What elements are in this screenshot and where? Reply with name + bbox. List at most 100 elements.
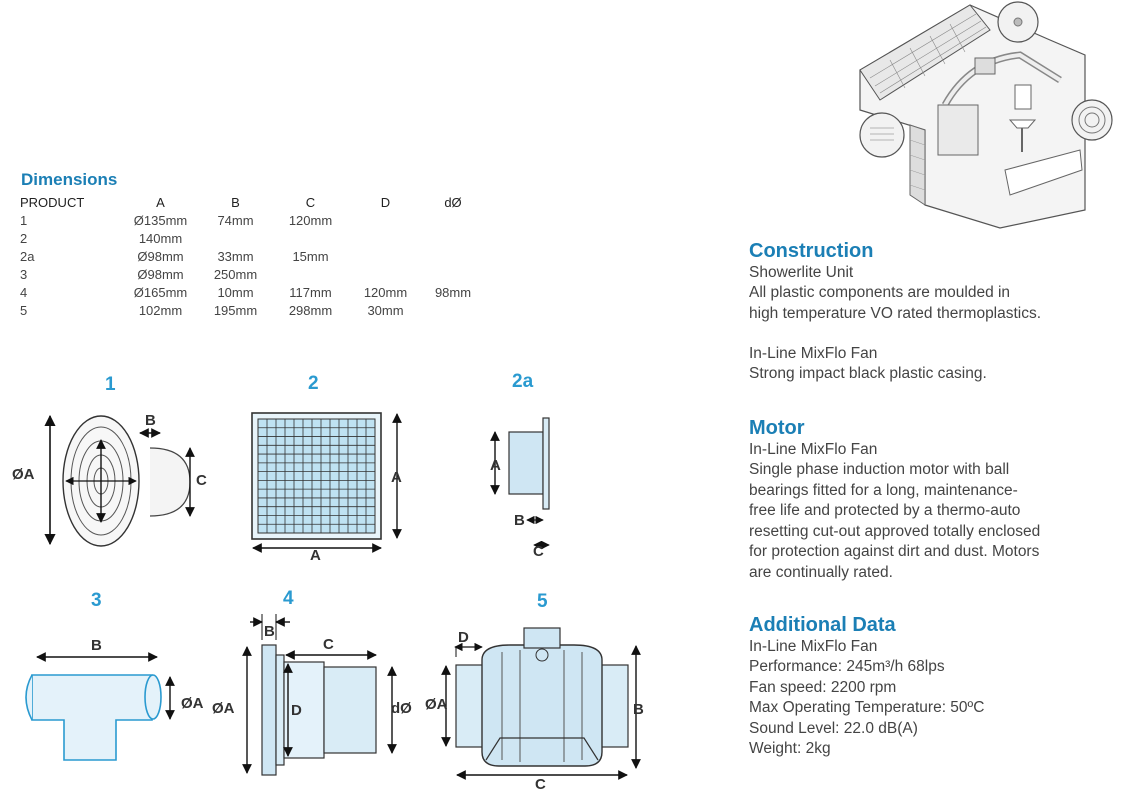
fig5-dim-b: B bbox=[633, 701, 644, 718]
motor-line: are continually rated. bbox=[749, 563, 893, 581]
fig3-dim-b: B bbox=[91, 637, 102, 654]
dimensions-value-cell: 250mm bbox=[213, 266, 258, 282]
figure-4-drawing: B C ØA D dØ bbox=[212, 614, 412, 776]
dimensions-value-cell: Ø135mm bbox=[133, 212, 188, 228]
dimensions-value-cell: 298mm bbox=[288, 302, 333, 318]
additional-data-line: Fan speed: 2200 rpm bbox=[749, 678, 897, 696]
fig4-dim-a: ØA bbox=[212, 700, 235, 717]
figure-5-label: 5 bbox=[537, 591, 548, 612]
header-dd: dØ bbox=[444, 194, 462, 210]
dimensions-value-cell: 10mm bbox=[217, 284, 254, 300]
fig5-dim-a: ØA bbox=[425, 696, 448, 713]
motor-line: bearings fitted for a long, maintenance- bbox=[749, 481, 1018, 499]
dimensions-row: 2 140mm bbox=[20, 229, 483, 247]
fig4-dim-b: B bbox=[264, 623, 275, 640]
dimensions-value-cell: 33mm bbox=[217, 248, 254, 264]
construction-body-2: Strong impact black plastic casing. bbox=[749, 364, 1109, 385]
dimensions-value-cell: 15mm bbox=[292, 248, 329, 264]
figure-3-drawing: B ØA bbox=[25, 637, 204, 761]
fig1-dim-a: ØA bbox=[12, 466, 35, 483]
additional-data-title: Additional Data bbox=[749, 614, 896, 636]
figure-4-label: 4 bbox=[283, 588, 294, 609]
header-product: PRODUCT bbox=[20, 194, 85, 210]
fig2a-dim-a: A bbox=[490, 457, 501, 474]
dimensions-row: 3 Ø98mm 250mm bbox=[20, 265, 483, 283]
fig2a-dim-c: C bbox=[533, 543, 544, 560]
additional-data-line: Max Operating Temperature: 50ºC bbox=[749, 699, 985, 716]
motor-body: Single phase induction motor with ball be… bbox=[749, 460, 1109, 583]
dimensions-product-cell: 1 bbox=[20, 212, 28, 228]
additional-data-line: Sound Level: 22.0 dB(A) bbox=[749, 719, 918, 737]
dimensions-value-cell: 102mm bbox=[138, 302, 183, 318]
header-b: B bbox=[231, 194, 240, 210]
fig4-dim-dd: dØ bbox=[391, 700, 412, 717]
motor-subtitle: In-Line MixFlo Fan bbox=[749, 441, 878, 458]
additional-data-section: Additional Data In-Line MixFlo Fan Perfo… bbox=[749, 613, 1109, 760]
construction-line: All plastic components are moulded in bbox=[749, 284, 1011, 301]
dimensions-title: Dimensions bbox=[21, 170, 118, 189]
dimensions-value-cell: 117mm bbox=[289, 284, 332, 300]
dimensions-value-cell: 74mm bbox=[217, 212, 254, 228]
figure-2-label: 2 bbox=[308, 373, 319, 394]
dimensions-value-cell: 120mm bbox=[363, 284, 408, 300]
dimensions-header-row: PRODUCT A B C D dØ bbox=[20, 193, 483, 211]
fig5-dim-d: D bbox=[458, 629, 469, 646]
dimensions-product-cell: 4 bbox=[20, 284, 28, 300]
dimensions-value-cell: 120mm bbox=[288, 212, 333, 228]
construction-subtitle-showerlite: Showerlite Unit bbox=[749, 264, 854, 281]
fig4-dim-d: D bbox=[291, 702, 302, 719]
motor-line: for protection against dirt and dust. Mo… bbox=[749, 543, 1040, 560]
fig1-dim-c: C bbox=[196, 472, 207, 489]
fig4-dim-c: C bbox=[323, 636, 334, 653]
fig5-dim-c: C bbox=[535, 776, 546, 793]
dimensions-product-cell: 2 bbox=[20, 230, 28, 246]
construction-subtitle-mixflo: In-Line MixFlo Fan bbox=[749, 345, 878, 362]
figure-1-label: 1 bbox=[105, 374, 116, 395]
header-a: A bbox=[156, 194, 165, 210]
dimensions-value-cell: 30mm bbox=[367, 302, 404, 318]
fig2-dim-a-right: A bbox=[391, 469, 402, 486]
header-d: D bbox=[380, 194, 391, 210]
motor-line: Single phase induction motor with ball bbox=[749, 461, 1010, 478]
dimensions-row: 2a Ø98mm 33mm 15mm bbox=[20, 247, 483, 265]
technical-drawings: ØA B C A A A B C B ØA bbox=[12, 412, 644, 793]
fig2a-dim-b: B bbox=[514, 512, 525, 529]
construction-title: Construction bbox=[749, 240, 874, 262]
figure-5-drawing: D ØA B C bbox=[425, 627, 644, 793]
dimensions-table: PRODUCT A B C D dØ 1 Ø135mm 74mm 120mm 2 140m… bbox=[20, 193, 483, 319]
additional-data-subtitle: In-Line MixFlo Fan bbox=[749, 638, 878, 655]
dimensions-row: 5 102mm 195mm 298mm 30mm bbox=[20, 301, 483, 319]
dimensions-product-cell: 2a bbox=[20, 248, 35, 264]
fig2-dim-a-bottom: A bbox=[310, 547, 321, 564]
motor-section: Motor In-Line MixFlo Fan Single phase in… bbox=[749, 416, 1109, 583]
house-installation-illustration bbox=[859, 1, 1113, 229]
fig1-dim-b: B bbox=[145, 412, 156, 429]
dimensions-product-cell: 3 bbox=[20, 266, 28, 282]
motor-line: free life and protected by a thermo-auto bbox=[749, 502, 1021, 519]
figure-1-drawing: ØA B C bbox=[12, 412, 207, 547]
construction-body-1: All plastic components are moulded in hig… bbox=[749, 283, 1109, 324]
dimensions-value-cell: Ø98mm bbox=[137, 248, 184, 264]
dimensions-value-cell: 140mm bbox=[138, 230, 183, 246]
figure-2-drawing: A A bbox=[251, 412, 402, 564]
figure-2a-label: 2a bbox=[512, 371, 534, 392]
dimensions-row: 1 Ø135mm 74mm 120mm bbox=[20, 211, 483, 229]
dimensions-value-cell: Ø98mm bbox=[137, 266, 184, 282]
additional-data-line: Weight: 2kg bbox=[749, 740, 831, 757]
construction-line: high temperature VO rated thermoplastics… bbox=[749, 304, 1042, 322]
dimensions-value-cell: 98mm bbox=[434, 284, 472, 300]
dimensions-value-cell: Ø165mm bbox=[133, 284, 188, 300]
additional-data-line: Performance: 245m³/h 68lps bbox=[749, 658, 945, 675]
figure-3-label: 3 bbox=[91, 590, 102, 611]
construction-line: Strong impact black plastic casing. bbox=[749, 365, 987, 382]
dimensions-product-cell: 5 bbox=[20, 302, 28, 318]
header-c: C bbox=[305, 194, 316, 210]
construction-section: Construction Showerlite Unit All plastic… bbox=[749, 239, 1109, 385]
dimensions-row: 4 Ø165mm 10mm 117mm 120mm 98mm bbox=[20, 283, 483, 301]
fig3-dim-a: ØA bbox=[181, 695, 204, 712]
dimensions-value-cell: 195mm bbox=[213, 302, 258, 318]
motor-title: Motor bbox=[749, 417, 805, 439]
figure-2a-drawing: A B C bbox=[490, 417, 550, 560]
motor-line: resetting cut-out approved totally enclo… bbox=[749, 522, 1041, 540]
